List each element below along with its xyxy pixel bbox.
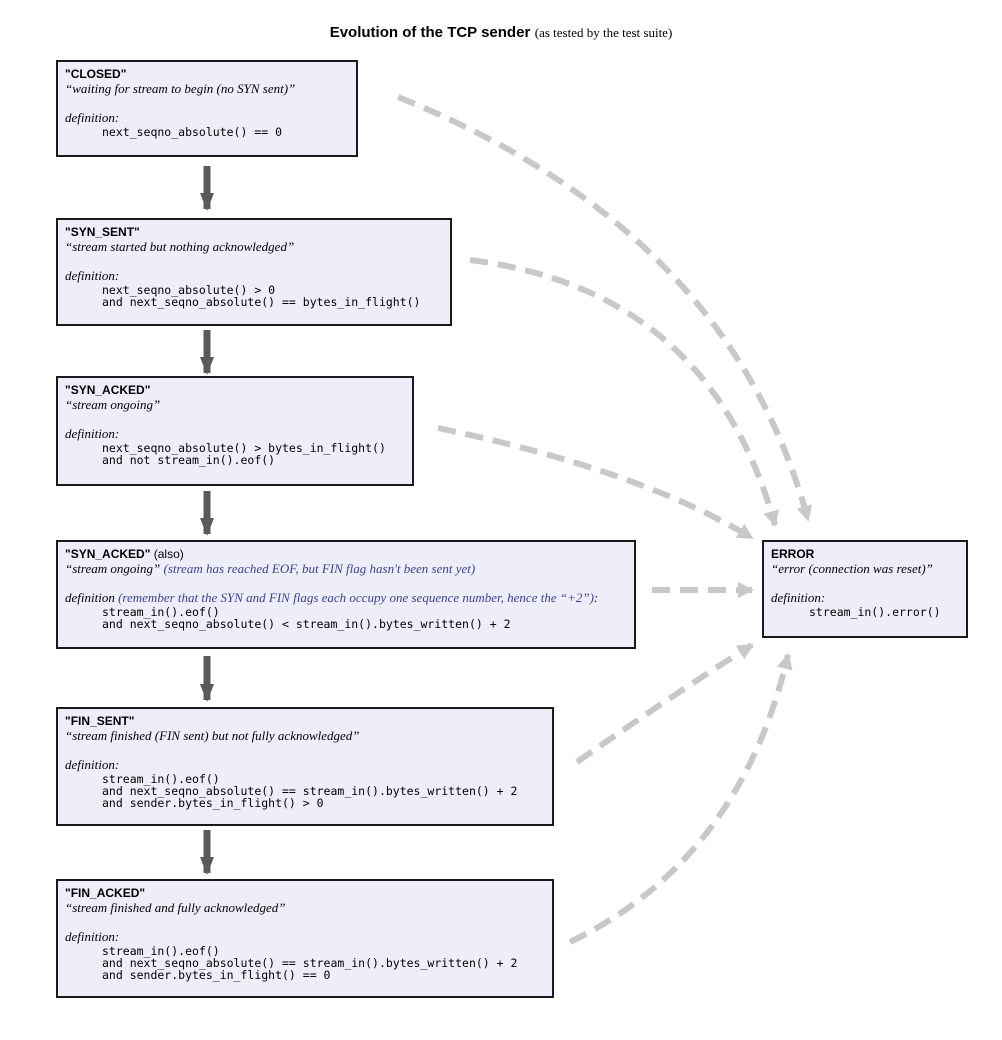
state-description: “waiting for stream to begin (no SYN sen… xyxy=(65,81,296,96)
state-description: “stream finished and fully acknowledged” xyxy=(65,900,286,915)
state-syn-sent: "SYN_SENT" “stream started but nothing a… xyxy=(56,218,452,326)
state-error: ERROR “error (connection was reset)” def… xyxy=(762,540,968,638)
state-description-note: (stream has reached EOF, but FIN flag ha… xyxy=(160,561,476,576)
state-syn-acked: "SYN_ACKED" “stream ongoing” definition:… xyxy=(56,376,414,486)
state-name: ERROR xyxy=(771,547,815,561)
definition-line: and next_seqno_absolute() == stream_in()… xyxy=(102,784,518,798)
state-name: "SYN_ACKED" xyxy=(65,547,151,561)
state-closed: "CLOSED" “waiting for stream to begin (n… xyxy=(56,60,358,157)
definition-line: and sender.bytes_in_flight() == 0 xyxy=(102,968,331,982)
state-name-also: (also) xyxy=(150,547,184,561)
title-note: (as tested by the test suite) xyxy=(534,25,673,40)
definition-line: and next_seqno_absolute() == bytes_in_fl… xyxy=(102,295,421,309)
definition-line: and next_seqno_absolute() < stream_in().… xyxy=(102,617,511,631)
definition-label: definition: xyxy=(65,426,120,441)
state-fin-acked: "FIN_ACKED" “stream finished and fully a… xyxy=(56,879,554,998)
definition-line: and not stream_in().eof() xyxy=(102,453,276,467)
state-description: “stream ongoing” xyxy=(65,561,161,576)
state-description: “stream finished (FIN sent) but not full… xyxy=(65,728,360,743)
definition-line: next_seqno_absolute() == 0 xyxy=(102,125,283,139)
definition-line: next_seqno_absolute() > bytes_in_flight(… xyxy=(102,441,386,455)
definition-label: definition: xyxy=(65,268,120,283)
state-name: "SYN_SENT" xyxy=(65,225,140,239)
state-name: "CLOSED" xyxy=(65,67,127,81)
definition-label: definition xyxy=(65,590,115,605)
state-name: "FIN_ACKED" xyxy=(65,886,146,900)
definition-line: and sender.bytes_in_flight() > 0 xyxy=(102,796,324,810)
definition-label: definition: xyxy=(771,590,826,605)
error-arrow-from-syn-sent xyxy=(469,257,779,527)
definition-line: stream_in().eof() xyxy=(102,605,220,619)
error-arrow-from-closed xyxy=(396,94,813,522)
definition-line: and next_seqno_absolute() == stream_in()… xyxy=(102,956,518,970)
state-syn-acked-also: "SYN_ACKED" (also) “stream ongoing” (str… xyxy=(56,540,636,649)
error-arrow-from-syn-acked xyxy=(437,425,754,541)
definition-line: stream_in().error() xyxy=(809,605,941,619)
title-main: Evolution of the TCP sender xyxy=(329,24,531,41)
state-description: “stream started but nothing acknowledged… xyxy=(65,239,295,254)
definition-label: definition: xyxy=(65,110,120,125)
definition-label: definition: xyxy=(65,757,120,772)
state-fin-sent: "FIN_SENT" “stream finished (FIN sent) b… xyxy=(56,707,554,826)
definition-line: next_seqno_absolute() > 0 xyxy=(102,283,276,297)
state-name: "FIN_SENT" xyxy=(65,714,135,728)
state-name: "SYN_ACKED" xyxy=(65,383,151,397)
definition-line: stream_in().eof() xyxy=(102,772,220,786)
state-description: “error (connection was reset)” xyxy=(771,561,933,576)
diagram-title: Evolution of the TCP sender (as tested b… xyxy=(0,24,1002,42)
state-description: “stream ongoing” xyxy=(65,397,161,412)
definition-label: definition: xyxy=(65,929,120,944)
definition-note: (remember that the SYN and FIN flags eac… xyxy=(114,590,594,605)
definition-line: stream_in().eof() xyxy=(102,944,220,958)
error-arrow-from-fin-sent xyxy=(575,642,754,765)
error-arrow-from-fin-acked xyxy=(568,653,793,945)
